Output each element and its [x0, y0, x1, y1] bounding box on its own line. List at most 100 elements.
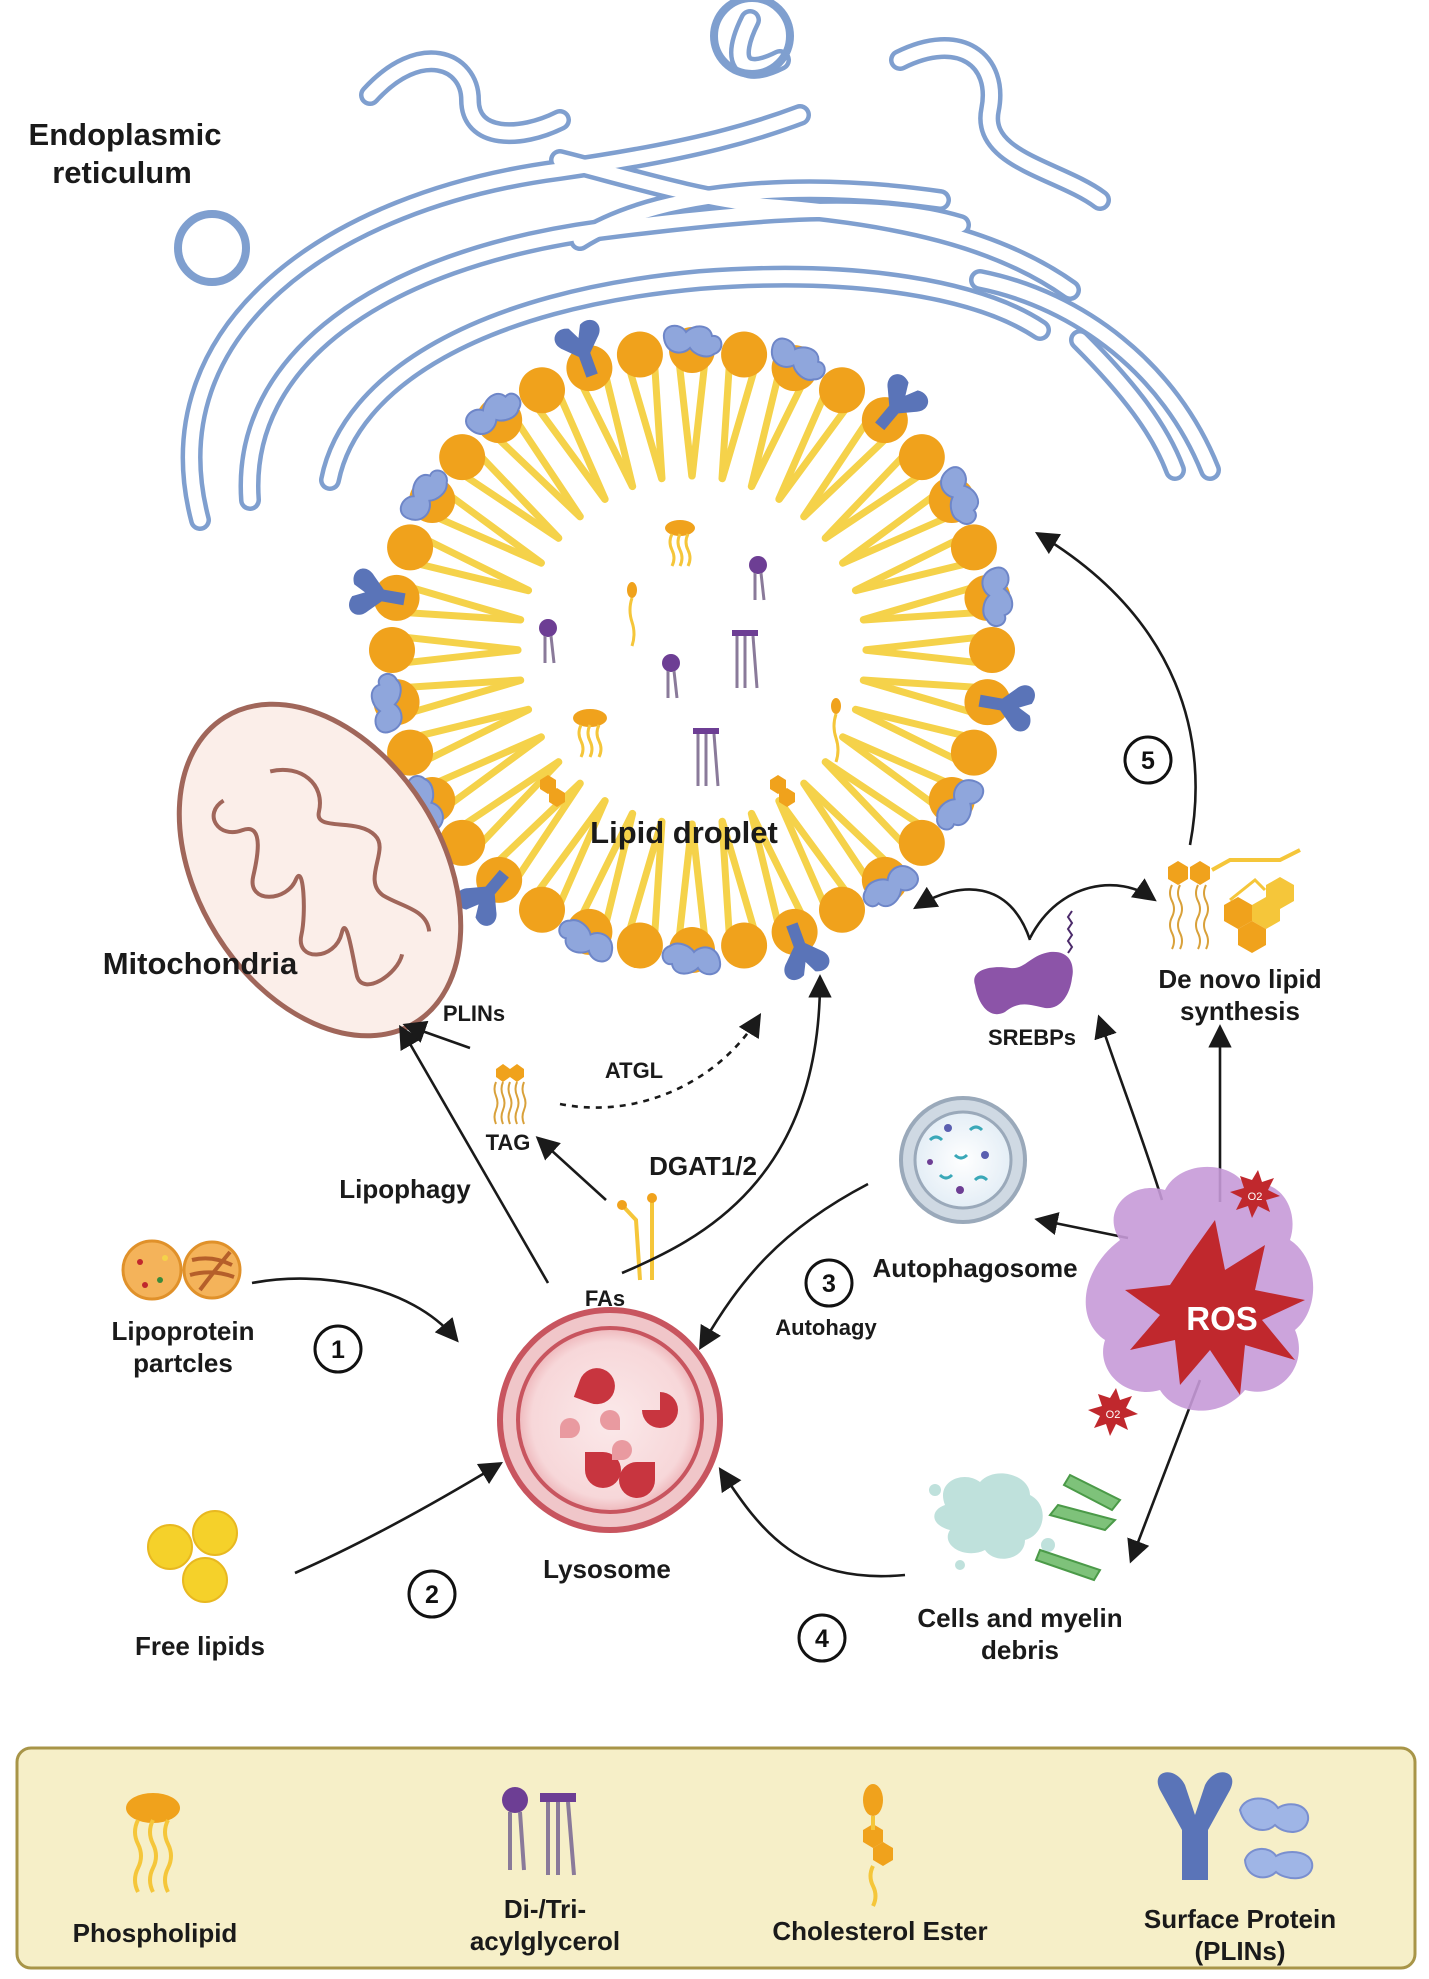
lipid-tail — [748, 809, 807, 922]
step-4-marker: 4 — [797, 1613, 847, 1663]
plin-protein — [554, 320, 600, 378]
plin-protein — [875, 374, 929, 431]
lipid-head — [519, 367, 565, 414]
sterol-ring-icon — [540, 775, 795, 807]
ros-label: ROS — [1186, 1300, 1258, 1337]
phospholipid-icon — [665, 520, 695, 567]
lipid-droplet-tails — [398, 356, 986, 944]
cholesterol-ester-icon — [627, 582, 637, 647]
legend-surface-label-line2: (PLINs) — [1195, 1936, 1286, 1966]
legend: Phospholipid Di-/Tri- acylglycerol Chole… — [15, 1746, 1417, 1970]
step-1-marker: 1 — [313, 1324, 363, 1374]
dgat-label: DGAT1/2 — [649, 1151, 757, 1181]
lipid-head — [721, 922, 768, 969]
lipid-tail — [821, 758, 910, 850]
lipoprotein-label-line1: Lipoprotein — [112, 1316, 255, 1346]
lipid-tail — [411, 705, 532, 741]
legend-acyl-label-line1: Di-/Tri- — [504, 1894, 586, 1924]
lipid-tail — [458, 758, 563, 830]
lipid-tail — [431, 512, 545, 567]
lipid-tail — [601, 369, 637, 490]
step-markers: 1 2 3 4 5 — [313, 735, 1173, 1663]
plin-protein — [661, 942, 722, 976]
lipid-tail — [800, 779, 892, 868]
svg-text:3: 3 — [822, 1270, 836, 1298]
lipid-droplet-label: Lipid droplet — [590, 815, 778, 850]
lipophagy-label: Lipophagy — [339, 1174, 471, 1204]
lipid-tail — [577, 378, 636, 491]
triacylglycerol-icon — [693, 728, 720, 787]
lipid-tail — [651, 817, 666, 942]
lipid-tail — [675, 820, 696, 944]
lipid-tail — [859, 609, 984, 624]
plin-protein — [862, 865, 919, 908]
lipid-tail — [800, 432, 892, 521]
er-label-line1: Endoplasmic — [29, 117, 222, 152]
lipid-tail — [851, 706, 964, 765]
lipid-tail — [512, 779, 584, 884]
legend-phospholipid-icon — [126, 1793, 180, 1893]
lipid-droplet — [349, 320, 1035, 980]
plin-protein — [349, 568, 406, 615]
lipid-tail — [718, 817, 733, 942]
step-3-marker: 3 — [804, 1258, 854, 1308]
legend-acylglycerol-icon — [502, 1787, 576, 1876]
plin-protein — [978, 685, 1035, 732]
srebps-label: SREBPs — [988, 1025, 1076, 1050]
lipid-tail — [532, 797, 609, 898]
autohagy-label: Autohagy — [775, 1315, 877, 1340]
lysosome — [497, 1307, 723, 1533]
lipid-tail — [625, 363, 666, 483]
plin-protein — [784, 922, 830, 980]
lipid-tail — [859, 676, 979, 717]
plin-protein — [662, 324, 723, 358]
lipid-tail — [775, 389, 830, 503]
er-label-line2: reticulum — [52, 155, 192, 190]
lipid-tail — [554, 797, 609, 911]
lipid-tail — [405, 676, 525, 717]
plin-protein — [399, 469, 448, 521]
lipid-tail — [400, 676, 525, 691]
endoplasmic-reticulum — [174, 0, 1221, 531]
cholesterol-ester-icon — [831, 698, 841, 763]
lipid-tail — [405, 583, 525, 624]
fatty-acids-icon — [617, 1193, 657, 1281]
lipid-tail — [601, 810, 637, 931]
plin-protein — [981, 566, 1014, 628]
lipid-tail — [400, 609, 525, 624]
lipid-tail — [775, 797, 830, 911]
lipid-tail — [859, 583, 979, 624]
lipid-tail — [492, 432, 584, 521]
legend-phospholipid-label: Phospholipid — [73, 1918, 238, 1948]
lipid-tail — [718, 363, 759, 483]
lipid-head — [950, 729, 997, 776]
lipid-tail — [821, 470, 926, 542]
lipid-tail — [800, 416, 872, 521]
free-lipids-label: Free lipids — [135, 1631, 265, 1661]
o2-radical-icon: O2 — [1230, 1170, 1280, 1218]
lipid-tail — [431, 733, 545, 788]
lipid-tail — [688, 356, 709, 480]
legend-cholesterol-icon — [863, 1784, 893, 1907]
ros-cell: ROS — [1085, 1166, 1314, 1411]
lipid-head — [721, 331, 768, 378]
plin-protein — [936, 779, 985, 831]
lipid-tail — [512, 416, 584, 521]
lipid-tail — [688, 820, 709, 944]
lipid-tail — [411, 559, 532, 595]
lipid-tail — [420, 706, 533, 765]
lipid-head — [387, 524, 434, 571]
phospholipid-icon — [573, 709, 607, 758]
svg-text:4: 4 — [815, 1625, 829, 1653]
lipid-tail — [747, 810, 783, 931]
lipid-tail — [851, 535, 964, 594]
lipid-head — [819, 367, 865, 414]
de-novo-label-line1: De novo lipid — [1158, 964, 1321, 994]
triacylglycerol-icon — [732, 630, 759, 689]
lipid-head — [369, 627, 415, 673]
atgl-label: ATGL — [605, 1058, 663, 1083]
plin-protein — [770, 337, 826, 381]
lipid-head — [969, 627, 1015, 673]
lipid-head — [519, 886, 565, 933]
